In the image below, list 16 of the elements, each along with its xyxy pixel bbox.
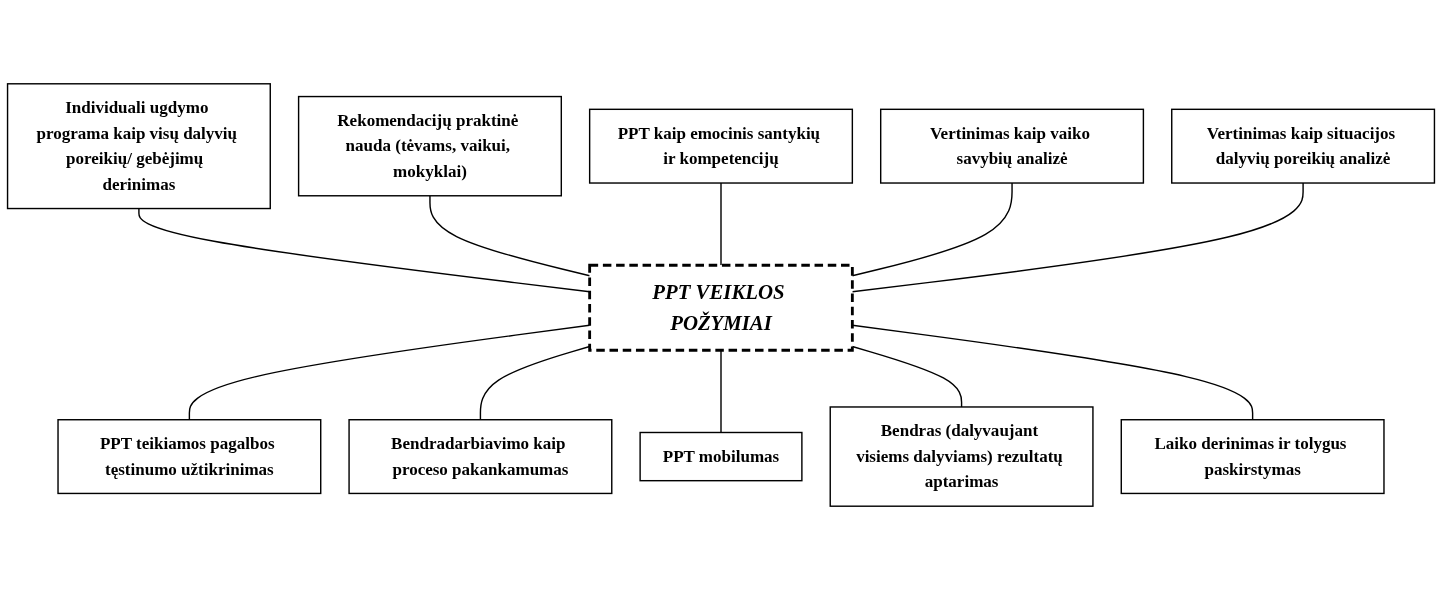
node-box: Vertinimas kaip vaiko savybių analizė (880, 108, 1145, 184)
node-box: Individuali ugdymo programa kaip visų dalyvių poreikių/ gebėjimų derinimas (6, 83, 271, 210)
node-box: PPT teikiamos pagalbos tęstinumo užtikrinimas (57, 419, 322, 495)
node-box: Laiko derinimas ir tolygus paskirstymas (1120, 419, 1385, 495)
node-box: Bendras (dalyvaujant visiems dalyviams) rezultatų aptarimas (829, 406, 1094, 507)
node-box: Bendradarbiavimo kaip proceso pakankamumas (348, 419, 613, 495)
connector (188, 324, 591, 421)
node-box: PPT kaip emocinis santykių ir kompetencijų (588, 108, 854, 184)
node-box: PPT VEIKLOS POŽYMIAI (588, 263, 854, 352)
connector (479, 345, 591, 421)
node-box: Rekomendacijų praktinė nauda (tėvams, vaikui, mokyklai) (297, 95, 562, 197)
connector (720, 182, 722, 266)
connector (851, 324, 1254, 421)
node-box: PPT mobilumas (639, 431, 803, 482)
connector (851, 345, 963, 408)
node-box: Vertinimas kaip situacijos dalyvių poreikių analizė (1171, 108, 1436, 184)
